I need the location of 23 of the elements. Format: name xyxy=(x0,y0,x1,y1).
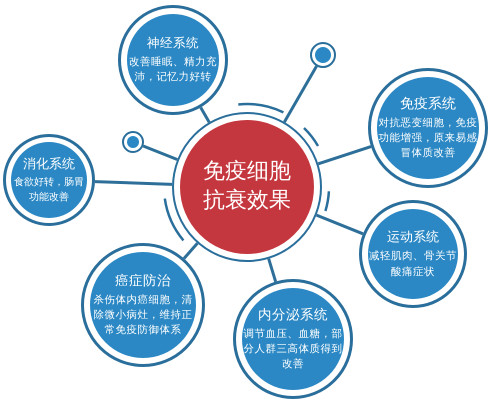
circle-title: 运动系统 xyxy=(387,229,439,246)
connector-line xyxy=(283,66,318,123)
connector-line xyxy=(267,258,278,282)
circle-title: 消化系统 xyxy=(23,156,75,173)
connector-line xyxy=(94,180,172,186)
connector-line xyxy=(316,214,364,236)
circle-title: 癌症防治 xyxy=(115,272,171,290)
circle-text: 改善睡眠、精力充沛，记忆力好转 xyxy=(128,54,218,85)
circle-text: 调节血压、血糖，部分人群三高体质得到改善 xyxy=(242,326,344,372)
connector-line xyxy=(142,144,178,161)
circle-title: 神经系统 xyxy=(147,34,199,52)
circle-text: 杀伤体内癌细胞，清除微小病灶，维持正常免疫防御体系 xyxy=(92,292,194,338)
circle-text: 减轻肌肉、骨关节酸痛症状 xyxy=(368,249,458,280)
small-circle xyxy=(310,42,336,68)
center-title: 免疫细胞抗衰效果 xyxy=(202,158,292,215)
circle-text: 对抗恶变细胞，免疫功能增强，原来易感冒体质改善 xyxy=(378,116,478,162)
circle-text: 食欲好转，肠胃功能改善 xyxy=(13,176,85,204)
connector-line xyxy=(182,242,199,260)
circle-title: 免疫系统 xyxy=(400,94,456,113)
circle-title: 内分泌系统 xyxy=(258,306,328,324)
small-circle xyxy=(122,131,144,153)
connector-line xyxy=(318,145,372,166)
connector-line xyxy=(199,106,210,123)
